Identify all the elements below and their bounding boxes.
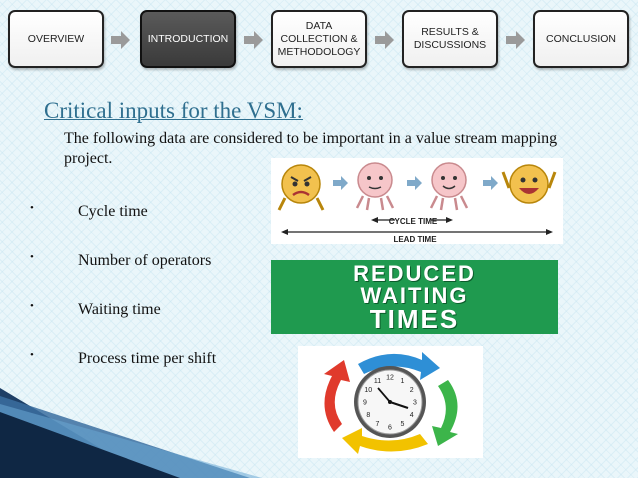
nav-step-conclusion[interactable]: CONCLUSION bbox=[533, 10, 629, 68]
clock-numeral: 10 bbox=[364, 387, 372, 394]
nav-step-label: OVERVIEW bbox=[27, 32, 85, 45]
clock-numeral: 2 bbox=[410, 387, 414, 394]
angry-face-icon bbox=[277, 164, 325, 211]
reduced-waiting-times-banner: REDUCED WAITING TIMES bbox=[271, 260, 558, 334]
slide-intro-text: The following data are considered to be … bbox=[64, 130, 558, 167]
clock-numeral: 8 bbox=[366, 412, 370, 419]
bullet-dot: • bbox=[30, 349, 34, 361]
clock-numeral: 4 bbox=[410, 412, 414, 419]
nav-step-results[interactable]: RESULTS & DISCUSSIONS bbox=[402, 10, 498, 68]
chevron-right-icon bbox=[111, 31, 130, 49]
bullet-text: Number of operators bbox=[78, 252, 212, 269]
nav-step-overview[interactable]: OVERVIEW bbox=[8, 10, 104, 68]
bullet-text: Waiting time bbox=[78, 301, 161, 318]
cycle-time-label: CYCLE TIME bbox=[389, 217, 438, 226]
cycle-arrows-icon bbox=[324, 352, 458, 454]
clock-numeral: 7 bbox=[376, 421, 380, 428]
banner-line: TIMES bbox=[369, 304, 460, 334]
chevron-right-icon bbox=[506, 31, 525, 49]
slide-title: Critical inputs for the VSM: bbox=[44, 98, 303, 123]
person-face-icon bbox=[429, 162, 469, 211]
happy-face-icon bbox=[501, 164, 557, 204]
bullet-text: Cycle time bbox=[78, 203, 148, 220]
nav-step-label: CONCLUSION bbox=[545, 32, 616, 45]
clock-numeral: 6 bbox=[388, 425, 392, 432]
chevron-right-icon bbox=[375, 31, 394, 49]
clock-numeral: 1 bbox=[401, 378, 405, 385]
lead-time-label: LEAD TIME bbox=[393, 235, 437, 244]
cycle-time-illustration: CYCLE TIME LEAD TIME bbox=[271, 158, 563, 244]
clock-numeral: 12 bbox=[386, 375, 394, 382]
nav-step-label: DATA COLLECTION & METHODOLOGY bbox=[277, 19, 361, 58]
nav-step-label: INTRODUCTION bbox=[147, 32, 229, 45]
clock-numeral: 11 bbox=[374, 378, 381, 385]
bullet-dot: • bbox=[30, 251, 34, 263]
clock-numeral: 5 bbox=[401, 421, 405, 428]
banner-line: WAITING bbox=[360, 283, 469, 308]
nav-step-introduction[interactable]: INTRODUCTION bbox=[140, 10, 236, 68]
banner-line: REDUCED bbox=[353, 261, 476, 286]
clock-numeral: 9 bbox=[363, 400, 367, 407]
person-face-icon bbox=[355, 162, 395, 211]
nav-step-label: RESULTS & DISCUSSIONS bbox=[413, 26, 487, 51]
bullet-dot: • bbox=[30, 300, 34, 312]
nav-step-data-collection[interactable]: DATA COLLECTION & METHODOLOGY bbox=[271, 10, 367, 68]
clock-numeral: 3 bbox=[413, 400, 417, 407]
bullet-text: Process time per shift bbox=[78, 350, 217, 367]
process-nav: OVERVIEW INTRODUCTION DATA COLLECTION & … bbox=[8, 10, 630, 70]
chevron-right-icon bbox=[244, 31, 263, 49]
bullet-dot: • bbox=[30, 202, 34, 214]
